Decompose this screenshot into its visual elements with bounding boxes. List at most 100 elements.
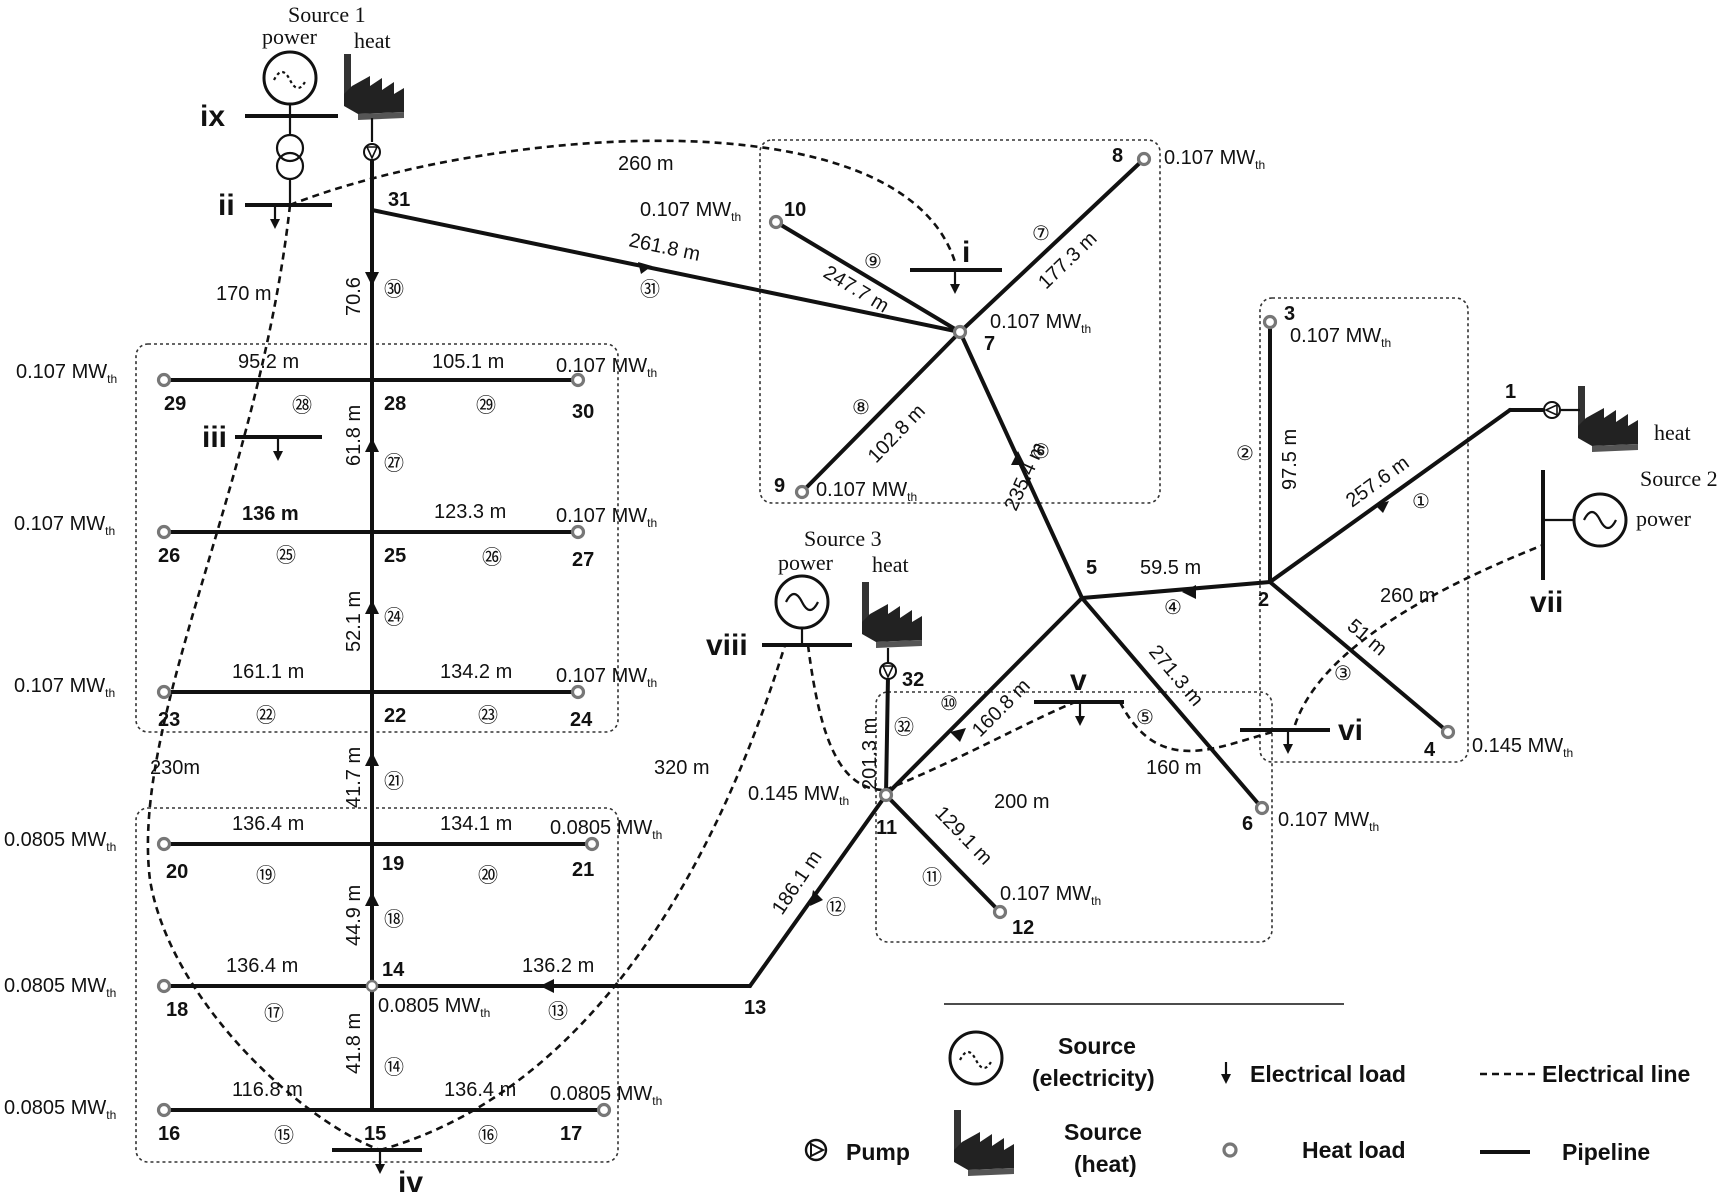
pipe-21-length: 41.7 m <box>343 747 365 808</box>
pipe-23-length: 134.2 m <box>440 661 512 683</box>
node-11-label: 11 <box>876 817 897 839</box>
pipe-15-length: 116.8 m <box>232 1079 303 1101</box>
pipe-13-number: ⑬ <box>548 1000 568 1023</box>
load-node-12: 0.107 MWth <box>1000 883 1101 908</box>
eline-11-v <box>884 698 1081 792</box>
pipe-24-number: ㉔ <box>384 606 404 629</box>
line-length-v-vi: 160 m <box>1146 757 1202 779</box>
heat-load-node-icon <box>878 787 894 803</box>
pipe-22-length: 161.1 m <box>232 661 304 683</box>
pump-icon <box>1543 401 1561 419</box>
bus-vii-label: vii <box>1530 586 1563 619</box>
pipe-14-length: 41.8 m <box>343 1013 365 1074</box>
node-24-label: 24 <box>570 709 593 731</box>
heat-load-node-icon <box>156 372 172 388</box>
pipe-8-length: 102.8 m <box>864 400 930 467</box>
load-node-4: 0.145 MWth <box>1472 735 1573 760</box>
load-node-16: 0.0805 MWth <box>4 1097 116 1122</box>
svg-text:(electricity): (electricity) <box>1032 1065 1155 1091</box>
heat-load-node-icon <box>952 324 968 340</box>
node-25-label: 25 <box>384 545 406 567</box>
heat-source-factory-icon <box>954 1110 1014 1176</box>
source-2-label: Source 2 <box>1640 466 1718 491</box>
pump-icon <box>804 1138 828 1162</box>
node-15-label: 15 <box>364 1123 386 1145</box>
bus-iii-label: iii <box>202 421 227 454</box>
heat-load-node-icon <box>156 978 172 994</box>
eline-ii-i <box>289 139 957 263</box>
node-30-label: 30 <box>572 401 594 423</box>
pipe-25-number: ㉕ <box>276 544 296 567</box>
pipe-8-number: ⑧ <box>852 397 870 419</box>
line-length-v-11: 200 m <box>994 791 1050 813</box>
pipe-12-length: 186.1 m <box>768 847 827 919</box>
pipe-18-number: ⑱ <box>384 908 404 931</box>
pipe-29-length: 105.1 m <box>432 351 504 373</box>
svg-text:Source: Source <box>1058 1033 1136 1059</box>
pipe-29-number: ㉙ <box>476 394 496 417</box>
load-node-20: 0.0805 MWth <box>4 829 116 854</box>
node-19-label: 19 <box>382 853 404 875</box>
node-32-label: 32 <box>902 669 924 691</box>
pump-icon <box>363 143 381 161</box>
pipe-19-number: ⑲ <box>256 864 276 887</box>
load-node-23: 0.107 MWth <box>14 675 115 700</box>
pipe-12 <box>748 793 888 988</box>
node-23-label: 23 <box>158 709 180 731</box>
flow-arrows <box>365 262 1389 993</box>
load-node-30: 0.107 MWth <box>556 355 657 380</box>
bus-viii-label: viii <box>706 629 748 662</box>
pipe-9-number: ⑨ <box>864 251 882 273</box>
eline-v-vi <box>1118 701 1281 753</box>
heat-load-node-icon <box>156 524 172 540</box>
pipe-28-length: 95.2 m <box>238 351 299 373</box>
node-22-label: 22 <box>384 705 406 727</box>
bus-vi-label: vi <box>1338 714 1363 747</box>
node-8-label: 8 <box>1112 145 1123 167</box>
heat-load-node-icon <box>584 836 600 852</box>
pipe-number-labels: ① ② ③ ④ ⑤ ⑥ ⑦ ⑧ ⑨ ⑩ ⑪ ⑫ ⑬ ⑭ ⑮ ⑯ ⑰ ⑱ ⑲ ⑳ … <box>256 223 1430 1147</box>
bus-iv-label: iv <box>398 1166 423 1199</box>
group-box-7-10 <box>759 139 1161 504</box>
source-1-heat-label: heat <box>354 28 391 53</box>
line-length-right: 260 m <box>1380 585 1436 607</box>
bus-v-label: v <box>1070 664 1087 697</box>
source-3-label: Source 3 <box>804 526 882 551</box>
pipe-31 <box>370 208 962 334</box>
pipe-5-number: ⑤ <box>1136 707 1154 729</box>
heat-load-node-icon <box>156 684 172 700</box>
pipe-13-length: 136.2 m <box>522 955 594 977</box>
node-18-label: 18 <box>166 999 188 1021</box>
heat-load-node-icon <box>156 836 172 852</box>
pipe-32-length: 201.3 m <box>859 718 881 790</box>
node-12-label: 12 <box>1012 917 1034 939</box>
group-box-2-4 <box>1259 297 1469 763</box>
line-length-left: 170 m <box>216 283 272 305</box>
node-4-label: 4 <box>1424 739 1436 761</box>
heat-source-factory-icon <box>862 582 922 648</box>
heat-load-node-icon <box>570 524 586 540</box>
heat-load-node-icon <box>570 372 586 388</box>
pipe-10-number: ⑩ <box>940 693 958 715</box>
pipe-1 <box>1268 408 1512 584</box>
load-node-10: 0.107 MWth <box>640 199 741 224</box>
pipe-12-number: ⑫ <box>826 896 846 919</box>
bus-vi: vi <box>1240 714 1363 756</box>
svg-text:Electrical load: Electrical load <box>1250 1061 1406 1087</box>
pipe-14-number: ⑭ <box>384 1056 404 1079</box>
pipe-3-number: ③ <box>1334 663 1352 685</box>
pipe-7 <box>958 157 1146 334</box>
pipe-24-length: 52.1 m <box>343 591 365 652</box>
node-20-label: 20 <box>166 861 188 883</box>
eline-vi-vii <box>1293 543 1544 726</box>
pump-icon <box>879 662 897 680</box>
load-node-29: 0.107 MWth <box>16 361 117 386</box>
line-length-top: 260 m <box>618 153 674 175</box>
heat-load-nodes <box>156 151 1456 1118</box>
pipe-32 <box>884 674 890 797</box>
bus-i-label: i <box>962 236 970 269</box>
source-1-label: Source 1 <box>288 2 366 27</box>
load-node-18: 0.0805 MWth <box>4 975 116 1000</box>
pipe-21-number: ㉑ <box>384 770 404 793</box>
load-node-11: 0.145 MWth <box>748 783 849 808</box>
